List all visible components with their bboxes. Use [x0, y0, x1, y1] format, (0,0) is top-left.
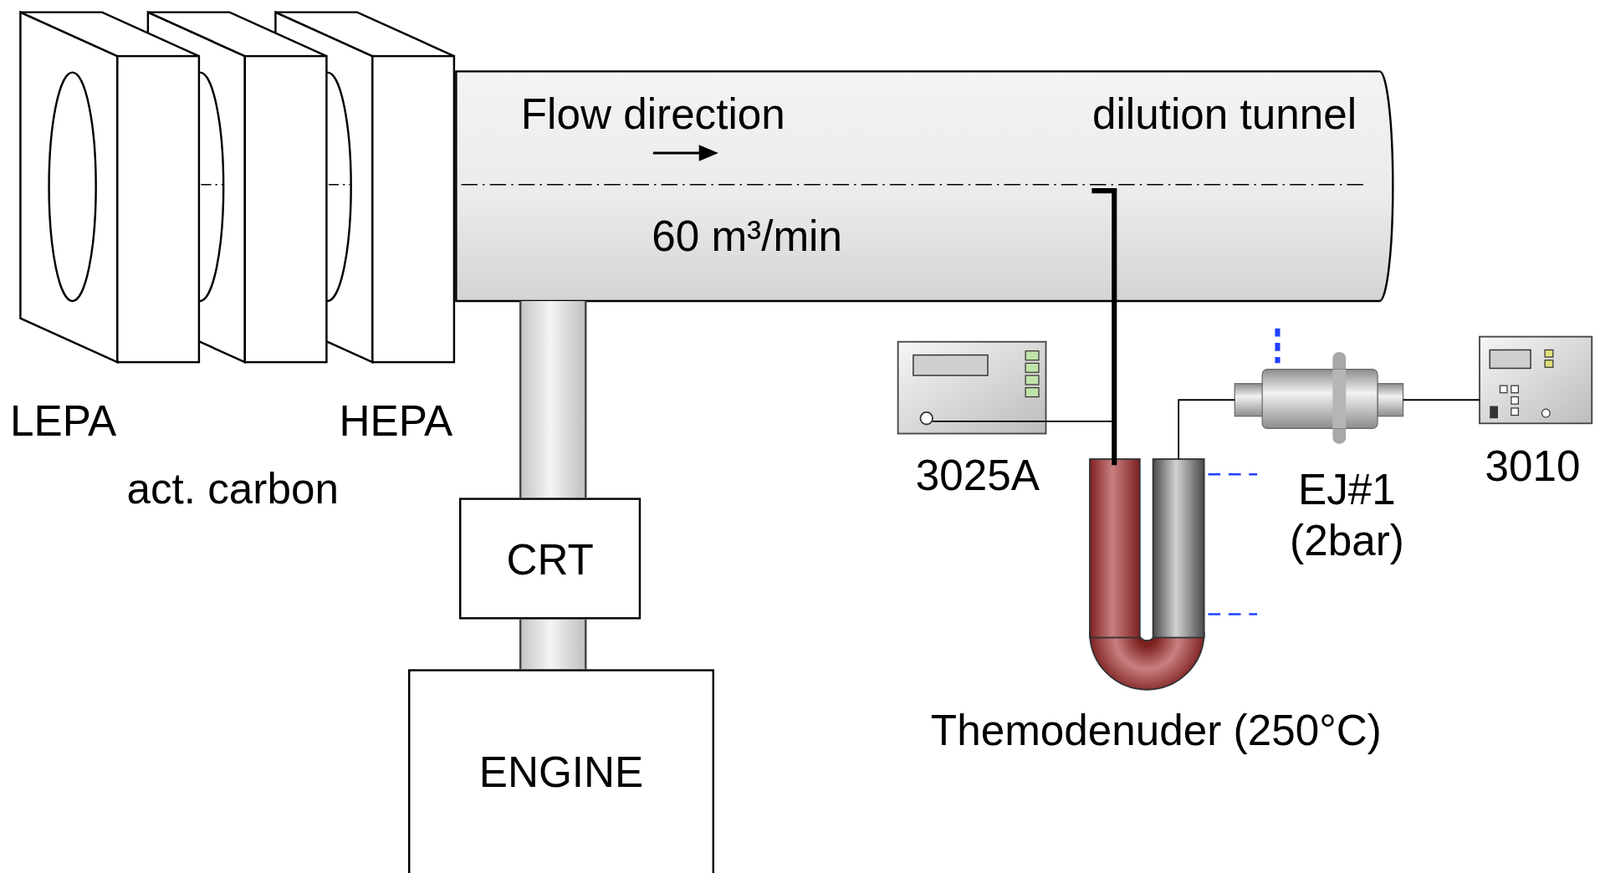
cpc-3025a: 3025A	[898, 342, 1047, 435]
instrument-label: 3010	[1484, 440, 1580, 491]
instrument-display	[913, 355, 988, 376]
instrument-button	[1025, 362, 1039, 373]
exhaust-pipe	[552, 619, 554, 670]
instrument-button	[1544, 349, 1554, 358]
instrument-housing	[898, 342, 1047, 435]
sample-tube	[1178, 399, 1235, 460]
dilution-tunnel: Flow direction dilution tunnel 60 m³/min	[455, 71, 1393, 302]
sample-tube	[1403, 399, 1481, 401]
filter-front	[117, 56, 200, 363]
instrument-button	[1544, 360, 1554, 369]
ejector-outlet	[1377, 383, 1404, 417]
tunnel-label: dilution tunnel	[1092, 88, 1357, 139]
cooling-water	[1208, 474, 1258, 614]
cpc-3010: 3010	[1479, 337, 1592, 425]
instrument-housing	[1479, 337, 1592, 425]
ejector-diluter	[1234, 328, 1403, 445]
heated-section	[1089, 459, 1140, 639]
sampling-probe	[1091, 190, 1115, 302]
dilution-tunnel-body	[455, 71, 1393, 302]
flow-arrow-head	[699, 144, 719, 162]
ejector-body	[1262, 369, 1378, 430]
instrument-button	[1511, 397, 1519, 405]
exhaust-pipe	[552, 301, 554, 498]
thermodenuder	[1089, 459, 1258, 691]
pipe-body	[521, 619, 585, 670]
axis-line	[200, 184, 350, 185]
filter-front	[245, 56, 328, 363]
ejector-flange	[1332, 369, 1346, 430]
inlet-port	[920, 412, 933, 425]
thermodenuder-bend	[1089, 632, 1205, 690]
sample-line	[932, 420, 1046, 423]
lepa-filter: LEPA	[20, 5, 200, 363]
hepa-filter: HEPA	[275, 5, 456, 363]
sample-tube	[1046, 421, 1115, 460]
filter-opening	[49, 72, 97, 302]
box-label: CRT	[506, 535, 593, 586]
filter-side	[20, 12, 118, 363]
connector-line	[1046, 421, 1115, 460]
filter-front	[372, 56, 455, 363]
inlet-port	[1541, 408, 1550, 418]
carbon-filter: act. carbon	[148, 5, 328, 363]
cpc-3025a	[898, 342, 1047, 435]
connector-line	[552, 301, 554, 498]
filter-top	[20, 12, 200, 57]
instrument-label: Themodenuder (250°C)	[930, 705, 1382, 756]
flow-arrow	[653, 151, 703, 154]
ejector-flange	[1332, 352, 1346, 445]
connector-line	[552, 619, 554, 670]
instrument-button	[1511, 408, 1519, 416]
pipe-body	[521, 301, 585, 498]
adsorber-section	[1153, 459, 1205, 639]
connector-line	[1403, 398, 1481, 401]
box-label: ENGINE	[479, 746, 644, 798]
cpc-3010	[1479, 337, 1592, 425]
engine-box: ENGINE	[408, 669, 715, 873]
pipe-outline	[519, 619, 588, 670]
ejector-inlet	[1234, 383, 1264, 417]
pipe-outline	[519, 301, 588, 498]
tunnel-label: Flow direction	[521, 88, 786, 139]
crt-box: CRT	[459, 497, 641, 619]
instrument-label: EJ#1 (2bar)	[1289, 465, 1405, 567]
lepa-filter	[20, 12, 200, 363]
tunnel-label: 60 m³/min	[651, 211, 843, 262]
thermodenuder: Themodenuder (250°C)	[1089, 459, 1205, 696]
instrument-switch	[1489, 406, 1498, 420]
instrument-button	[1025, 388, 1039, 398]
instrument-button	[1025, 351, 1039, 361]
connector-line	[1178, 399, 1235, 460]
air-inlet	[1274, 328, 1280, 363]
instrument-button	[1511, 385, 1519, 394]
axis-line	[460, 184, 1367, 185]
instrument-label: 3025A	[915, 449, 1040, 501]
instrument-button	[1025, 375, 1039, 385]
filter-label: act. carbon	[126, 463, 339, 514]
filter-label: HEPA	[338, 396, 453, 447]
filter-label: LEPA	[10, 396, 117, 447]
instrument-display	[1489, 349, 1531, 369]
instrument-button	[1499, 385, 1508, 394]
ejector-diluter: EJ#1 (2bar)	[1234, 352, 1403, 445]
